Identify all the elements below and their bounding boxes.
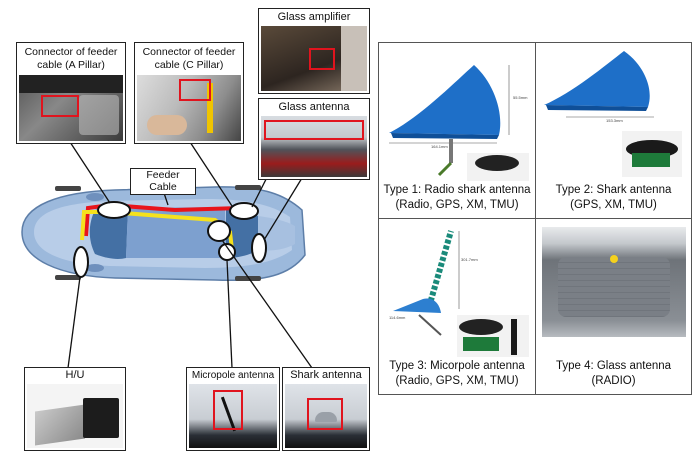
callout-shark: Shark antenna [282,367,370,451]
antenna-types-grid: 55.5mm 164.1mm Type 1: Radio shark anten… [378,42,692,395]
glass-antenna-photo [261,116,367,177]
type-1-caption-line-2: (Radio, GPS, XM, TMU) [395,199,519,211]
type-3-dim-2: 114.6mm [389,315,406,320]
oval-glass [251,233,267,263]
a-pillar-highlight [41,95,79,117]
type-1-dim-1: 55.5mm [513,95,528,100]
type-2-cell: 153.3mm Type 2: Shark antenna (GPS, XM, … [535,42,692,219]
shark-photo [285,384,367,448]
car-top-view [21,185,306,282]
c-pillar-highlight [179,79,211,101]
callout-a-pillar-label-2: cable (A Pillar) [37,59,105,71]
type-2-illustration [544,51,682,177]
callout-a-pillar-label-1: Connector of feeder [24,46,118,58]
callout-a-pillar: Connector of feeder cable (A Pillar) [16,42,126,144]
type-1-caption-line-1: Type 1: Radio shark antenna [383,184,531,196]
callout-glass-amplifier: Glass amplifier [258,8,370,94]
hu-label: H/U [65,369,85,381]
type-2-caption-line-2: (GPS, XM, TMU) [570,199,657,211]
glass-amplifier-photo [261,26,367,91]
type-3-dim-1: 301.7mm [461,257,478,262]
type-2-caption: Type 2: Shark antenna (GPS, XM, TMU) [536,183,691,213]
glass-antenna-highlight [264,120,364,140]
c-pillar-photo [137,75,241,141]
type-3-caption-line-2: (Radio, GPS, XM, TMU) [395,375,519,387]
type-1-caption: Type 1: Radio shark antenna (Radio, GPS,… [379,183,535,213]
glass-amplifier-label: Glass amplifier [277,11,351,23]
type-1-dim-2: 164.1mm [431,144,448,149]
glass-antenna-label: Glass antenna [278,101,350,113]
type-4-cell: Type 4: Glass antenna (RADIO) [535,218,692,395]
type-1-illustration [389,65,529,181]
type-4-caption-line-1: Type 4: Glass antenna [555,360,672,372]
shark-highlight [307,398,343,430]
type-3-cell: 301.7mm 114.6mm Type 3: Micorpole antenn… [378,218,536,395]
callout-c-pillar-label-1: Connector of feeder [142,46,236,58]
type-2-dim-1: 153.3mm [606,118,623,123]
type-3-illustration [393,230,529,357]
micropole-highlight [213,390,243,430]
callout-feeder-cable: Feeder Cable [130,168,196,195]
feeder-cable-label-1: Feeder [146,169,180,181]
oval-shark [207,220,231,242]
type-4-caption: Type 4: Glass antenna (RADIO) [536,359,691,389]
callout-hu: H/U [24,367,126,451]
feeder-cable-label-2: Cable [149,181,177,193]
type-4-caption-line-2: (RADIO) [591,375,636,387]
callout-c-pillar-label-2: cable (C Pillar) [154,59,224,71]
micropole-label: Micropole antenna [191,370,275,381]
type-2-caption-line-1: Type 2: Shark antenna [555,184,672,196]
type-3-caption-line-1: Type 3: Micorpole antenna [389,360,525,372]
hu-photo [27,384,123,448]
type-4-rear-glass-photo [542,227,686,337]
type-3-caption: Type 3: Micorpole antenna (Radio, GPS, X… [379,359,535,389]
oval-hu [73,246,89,278]
shark-label: Shark antenna [290,369,362,381]
micropole-photo [189,384,277,448]
a-pillar-photo [19,75,123,141]
callout-micropole: Micropole antenna [186,367,280,451]
type-1-cell: 55.5mm 164.1mm Type 1: Radio shark anten… [378,42,536,219]
oval-c-pillar [229,202,259,220]
glass-amplifier-highlight [309,48,335,70]
callout-c-pillar: Connector of feeder cable (C Pillar) [134,42,244,144]
oval-a-pillar [97,201,131,219]
leader-lines [67,111,313,369]
callout-glass-antenna: Glass antenna [258,98,370,180]
